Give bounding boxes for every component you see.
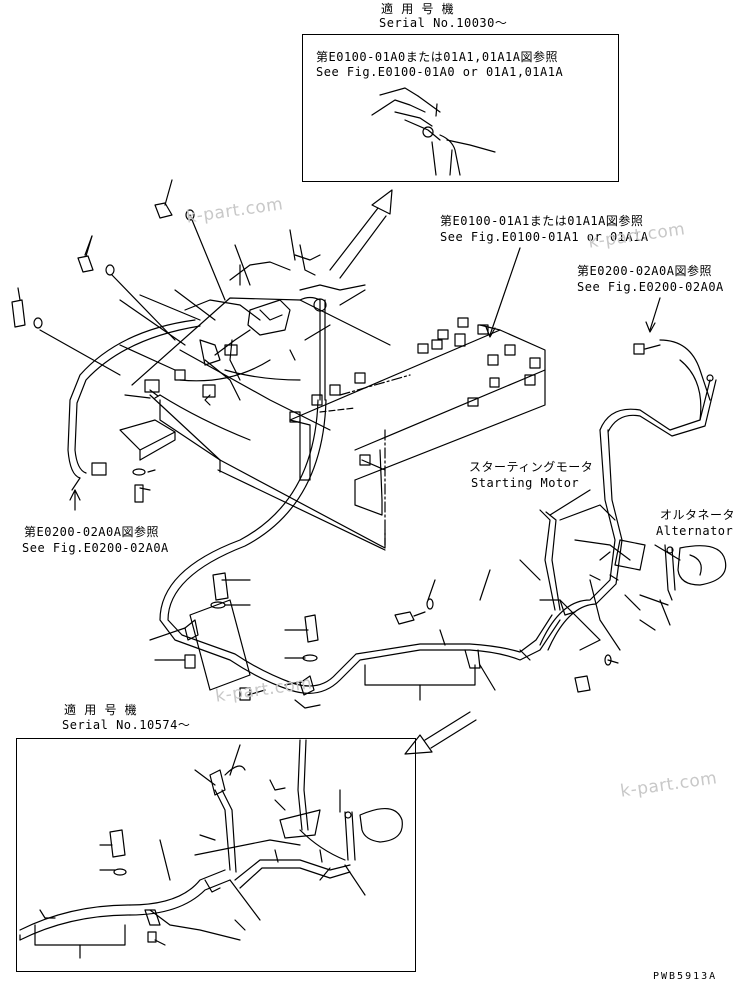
bottom-inset-serial-label: Serial No.10574～ <box>62 718 191 732</box>
bottom-inset-drawing <box>19 739 403 959</box>
ref-fig-e0100-jp: 第E0100-01A1または01A1A図参照 <box>440 214 644 228</box>
top-inset-frame <box>302 34 619 182</box>
ref-fig-e0200-left-en: See Fig.E0200-02A0A <box>22 541 169 555</box>
ref-fig-e0200-right-en: See Fig.E0200-02A0A <box>577 280 724 294</box>
ref-fig-e0100-en: See Fig.E0100-01A1 or 01A1A <box>440 230 649 244</box>
alternator-en: Alternator <box>656 524 734 538</box>
top-inset-ref-jp: 第E0100-01A0または01A1,01A1A図参照 <box>316 50 558 64</box>
alternator-jp: オルタネータ <box>660 508 736 522</box>
main-harness <box>149 339 727 709</box>
callout-leaders <box>69 247 681 561</box>
arrow-up <box>329 189 393 279</box>
ref-fig-e0200-left-jp: 第E0200-02A0A図参照 <box>24 525 159 539</box>
main-left-components <box>11 179 366 503</box>
ref-fig-e0200-right-jp: 第E0200-02A0A図参照 <box>577 264 712 278</box>
bottom-inset-applicable-label: 適 用 号 機 <box>64 703 138 717</box>
drawing-code: PWB5913A <box>653 971 718 982</box>
starting-motor-jp: スターティングモータ <box>469 460 594 474</box>
top-inset-drawing <box>371 87 496 176</box>
top-inset-applicable-label: 適 用 号 機 <box>381 2 455 16</box>
main-frame <box>131 297 546 551</box>
arrow-down <box>404 711 477 755</box>
starting-motor-en: Starting Motor <box>471 476 580 490</box>
top-inset-ref-en: See Fig.E0100-01A0 or 01A1,01A1A <box>316 65 564 79</box>
top-inset-serial-label: Serial No.10030～ <box>379 16 508 30</box>
bottom-inset-frame <box>16 738 416 972</box>
